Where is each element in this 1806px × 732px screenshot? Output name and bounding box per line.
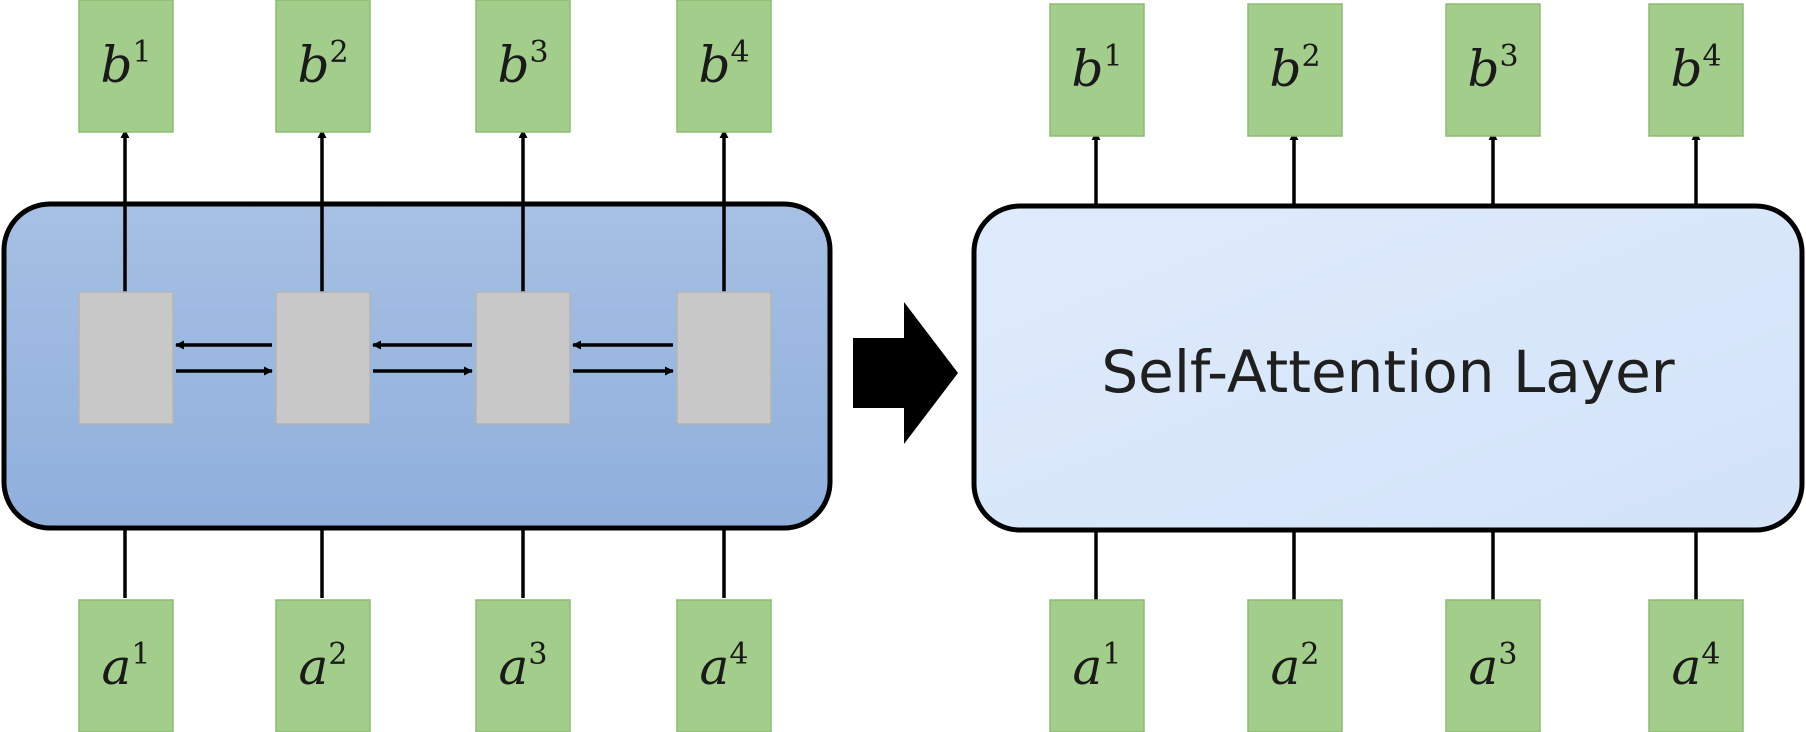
attention-input-token-1: a1 <box>1049 599 1145 732</box>
rnn-cells <box>78 291 772 425</box>
svg-text:b1: b1 <box>100 35 151 94</box>
self-attention-container <box>971 203 1805 533</box>
rnn-input-token-3: a3 <box>475 599 571 732</box>
rnn-cell-3 <box>475 291 571 425</box>
svg-text:a3: a3 <box>499 637 548 696</box>
attention-connections <box>1094 530 1698 600</box>
svg-text:b1: b1 <box>1071 39 1122 98</box>
attention-output-token-4: b4 <box>1648 3 1744 137</box>
svg-text:a1: a1 <box>102 637 151 696</box>
attention-output-tokens: b1 b2 b3 b4 <box>1049 3 1744 137</box>
self-attention-label: Self-Attention Layer <box>1101 338 1674 406</box>
rnn-output-tokens: b1 b2 b3 b4 <box>78 0 772 133</box>
attention-input-token-3: a3 <box>1445 599 1541 732</box>
svg-text:b2: b2 <box>297 35 348 94</box>
self-attention-panel: Self-Attention Layer b1 b2 b3 b4 <box>971 3 1805 732</box>
svg-text:a4: a4 <box>1672 637 1721 696</box>
svg-text:b3: b3 <box>497 35 548 94</box>
svg-text:b2: b2 <box>1269 39 1320 98</box>
attention-input-tokens: a1 a2 a3 a4 <box>1049 599 1744 732</box>
transition-arrow-icon <box>853 302 958 444</box>
rnn-input-token-2: a2 <box>275 599 371 732</box>
rnn-cell-4 <box>676 291 772 425</box>
attention-output-token-1: b1 <box>1049 3 1145 137</box>
svg-text:a1: a1 <box>1073 637 1122 696</box>
rnn-input-tokens: a1 a2 a3 a4 <box>78 599 772 732</box>
rnn-input-token-1: a1 <box>78 599 174 732</box>
attention-output-token-2: b2 <box>1247 3 1343 137</box>
svg-text:a4: a4 <box>700 637 749 696</box>
svg-text:b4: b4 <box>698 35 749 94</box>
rnn-output-token-2: b2 <box>275 0 371 133</box>
rnn-input-token-4: a4 <box>676 599 772 732</box>
svg-text:a2: a2 <box>299 637 348 696</box>
rnn-output-token-4: b4 <box>676 0 772 133</box>
attention-input-token-4: a4 <box>1648 599 1744 732</box>
svg-text:a2: a2 <box>1271 637 1320 696</box>
rnn-container <box>1 201 833 531</box>
rnn-output-token-1: b1 <box>78 0 174 133</box>
attention-output-token-3: b3 <box>1445 3 1541 137</box>
rnn-recurrent-arrows <box>175 340 674 376</box>
rnn-cell-1 <box>78 291 174 425</box>
svg-text:b3: b3 <box>1467 39 1518 98</box>
attention-input-token-2: a2 <box>1247 599 1343 732</box>
rnn-output-connections <box>120 129 729 292</box>
rnn-panel: b1 b2 b3 b4 a1 a2 <box>1 0 833 732</box>
rnn-output-token-3: b3 <box>475 0 571 133</box>
attention-output-connections <box>1091 131 1701 204</box>
svg-text:a3: a3 <box>1469 637 1518 696</box>
rnn-cell-2 <box>275 291 371 425</box>
svg-text:b4: b4 <box>1670 39 1721 98</box>
